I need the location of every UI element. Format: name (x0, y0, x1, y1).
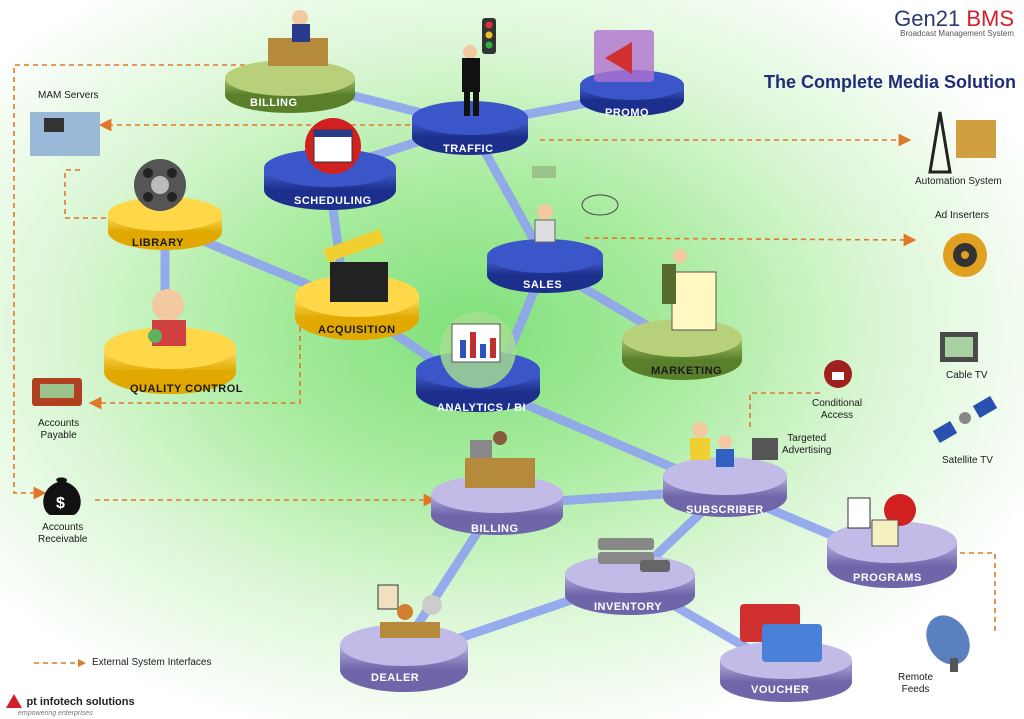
satellite-tv-label: Satellite TV (942, 455, 993, 466)
sales-label: SALES (523, 279, 562, 291)
cable-tv-label: Cable TV (946, 370, 988, 381)
dashed-arrow-icon (34, 658, 86, 667)
pedestal-inventory[interactable]: INVENTORY (565, 555, 695, 615)
traffic-label: TRAFFIC (443, 143, 494, 155)
voucher-cards-icon (740, 604, 822, 662)
pedestal-traffic[interactable]: TRAFFIC (412, 101, 528, 155)
subscriber-label: SUBSCRIBER (686, 504, 764, 516)
accounts-receivable-label: Accounts Receivable (38, 522, 88, 545)
programs-label: PROGRAMS (853, 572, 922, 584)
family-tv-icon (690, 422, 778, 467)
pedestal-quality-control[interactable]: QUALITY CONTROL (104, 327, 243, 395)
billing-clerk-icon (268, 10, 328, 66)
dealer-desk-icon (377, 584, 442, 638)
accountant-desk-icon (465, 431, 535, 488)
mam-servers-icon (30, 112, 100, 156)
svg-text:$: $ (56, 495, 65, 512)
traffic-police-icon (462, 18, 496, 116)
mam-servers-label: MAM Servers (38, 90, 99, 101)
billing-top-label: BILLING (250, 97, 298, 109)
company-tagline: empowering enterprises (18, 710, 93, 717)
brand-name: Gen21 BMS (894, 6, 1014, 31)
brand-logo: Gen21 BMS Broadcast Management System (894, 6, 1014, 38)
conditional-access-label: Conditional Access (812, 398, 863, 421)
pedestal-marketing[interactable]: MARKETING (622, 319, 742, 380)
satellite-icon (932, 395, 998, 444)
accounts-payable-icon (32, 378, 82, 406)
targeted-advertising-label: Targeted Advertising (782, 433, 832, 456)
remote-feeds-label: Remote Feeds (898, 672, 934, 695)
quality-control-label: QUALITY CONTROL (130, 383, 243, 395)
calendar-icon (305, 118, 361, 174)
pedestal-sales[interactable]: SALES (487, 239, 603, 293)
antenna-tower-icon (928, 111, 996, 174)
pedestal-dealer[interactable]: DEALER (340, 624, 468, 692)
external-interface-arrows (13, 64, 996, 631)
pedestal-subscriber[interactable]: SUBSCRIBER (663, 457, 787, 517)
film-reel-icon (134, 159, 186, 211)
clapperboard-icon (323, 229, 388, 302)
money-bag-icon: $ (43, 477, 81, 515)
accounts-payable-label: Accounts Payable (38, 418, 80, 441)
qc-inspector-icon (148, 289, 186, 346)
cable-tv-icon (940, 332, 978, 362)
page-title: The Complete Media Solution (763, 72, 1016, 92)
marketing-board-icon (662, 249, 717, 331)
billing-bottom-label: BILLING (471, 523, 519, 535)
programs-parrot-icon (847, 494, 916, 547)
legend-label: External System Interfaces (92, 657, 212, 668)
salesman-net-icon (532, 166, 619, 243)
scheduling-label: SCHEDULING (294, 195, 372, 207)
analytics-chart-icon (440, 312, 516, 388)
dealer-label: DEALER (371, 672, 419, 684)
library-label: LIBRARY (132, 237, 184, 249)
voucher-label: VOUCHER (751, 684, 810, 696)
target-icon (943, 233, 987, 277)
company-logo: pt infotech solutions empowering enterpr… (6, 692, 135, 717)
acquisition-label: ACQUISITION (318, 324, 396, 336)
lock-icon (824, 360, 852, 388)
company-name: pt infotech solutions (26, 696, 135, 708)
legend: External System Interfaces (34, 657, 212, 668)
pedestal-billing-bottom[interactable]: BILLING (431, 475, 563, 535)
marketing-label: MARKETING (651, 365, 722, 377)
automation-system-label: Automation System (915, 176, 1002, 187)
inventory-label: INVENTORY (594, 601, 662, 613)
pedestal-library[interactable]: LIBRARY (108, 197, 222, 250)
ad-inserters-label: Ad Inserters (935, 210, 989, 221)
pedestal-billing-top[interactable]: BILLING (225, 60, 355, 113)
satellite-dish-icon (926, 615, 970, 672)
promo-label: PROMO (605, 107, 649, 119)
company-logo-icon (6, 693, 22, 708)
servers-icon (598, 538, 670, 572)
analytics-label: ANALYTICS / BI (437, 402, 526, 414)
brand-subtitle: Broadcast Management System (900, 29, 1014, 38)
promo-megaphone-icon (594, 30, 654, 82)
